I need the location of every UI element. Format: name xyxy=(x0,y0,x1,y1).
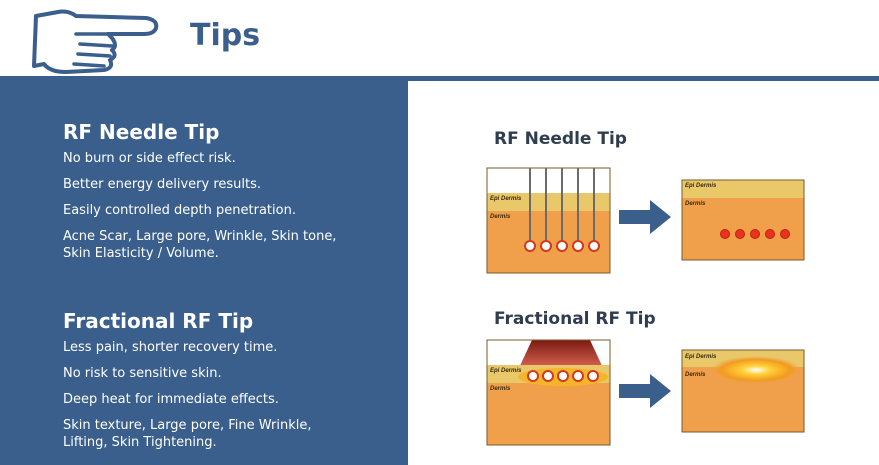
needle-tip-section: RF Needle Tip No burn or side effect ris… xyxy=(63,120,403,271)
left-info-panel xyxy=(0,81,408,465)
heat-spot xyxy=(765,229,775,239)
electrode-dot xyxy=(527,370,539,382)
fractional-diagram-title: Fractional RF Tip xyxy=(494,309,656,329)
needle-tip-dot xyxy=(588,240,600,252)
benefit-line: No burn or side effect risk. xyxy=(63,151,236,166)
electrode-dot xyxy=(572,370,584,382)
dermis-label: Dermis xyxy=(490,386,511,392)
heat-zone xyxy=(710,356,802,384)
needle-tip-dot xyxy=(556,240,568,252)
benefit-line: Better energy delivery results. xyxy=(63,177,262,192)
rf-probe xyxy=(518,340,604,370)
indication-line: Skin texture, Large pore, Fine Wrinkle, … xyxy=(63,418,312,450)
section-heading: Fractional RF Tip xyxy=(63,309,254,333)
heat-spot xyxy=(735,229,745,239)
dermis-label: Dermis xyxy=(490,214,511,220)
epi-dermis-label: Epi Dermis xyxy=(490,196,522,202)
needle-tip-dot xyxy=(572,240,584,252)
epi-dermis-label: Epi Dermis xyxy=(685,183,717,189)
benefit-line: Less pain, shorter recovery time. xyxy=(63,340,278,355)
benefit-line: Easily controlled depth penetration. xyxy=(63,203,296,218)
electrode-dot xyxy=(542,370,554,382)
fractional-before-panel: Epi Dermis Dermis xyxy=(486,339,611,446)
header-divider xyxy=(0,76,879,81)
pointing-hand-icon xyxy=(32,9,159,74)
page-title: Tips xyxy=(190,18,261,53)
dermis-label: Dermis xyxy=(685,372,706,378)
heat-spot xyxy=(720,229,730,239)
needle-diagram-title: RF Needle Tip xyxy=(494,129,627,149)
needle-after-panel: Epi Dermis Dermis xyxy=(681,179,805,261)
right-arrow-icon xyxy=(619,200,671,234)
needle-tip-dot xyxy=(540,240,552,252)
electrode-dot xyxy=(587,370,599,382)
heat-spot xyxy=(750,229,760,239)
epi-dermis-label: Epi Dermis xyxy=(685,354,717,360)
benefit-line: No risk to sensitive skin. xyxy=(63,366,222,381)
fractional-tip-section: Fractional RF Tip Less pain, shorter rec… xyxy=(63,309,403,460)
needle-before-panel: Epi Dermis Dermis xyxy=(486,167,611,274)
right-arrow-icon xyxy=(619,374,671,408)
electrode-dot xyxy=(557,370,569,382)
indication-line: Acne Scar, Large pore, Wrinkle, Skin ton… xyxy=(63,229,337,261)
epi-dermis-label: Epi Dermis xyxy=(490,368,522,374)
dermis-label: Dermis xyxy=(685,201,706,207)
fractional-after-panel: Epi Dermis Dermis xyxy=(681,349,805,433)
heat-spot xyxy=(780,229,790,239)
section-heading: RF Needle Tip xyxy=(63,120,220,144)
benefit-line: Deep heat for immediate effects. xyxy=(63,392,279,407)
needle-tip-dot xyxy=(524,240,536,252)
